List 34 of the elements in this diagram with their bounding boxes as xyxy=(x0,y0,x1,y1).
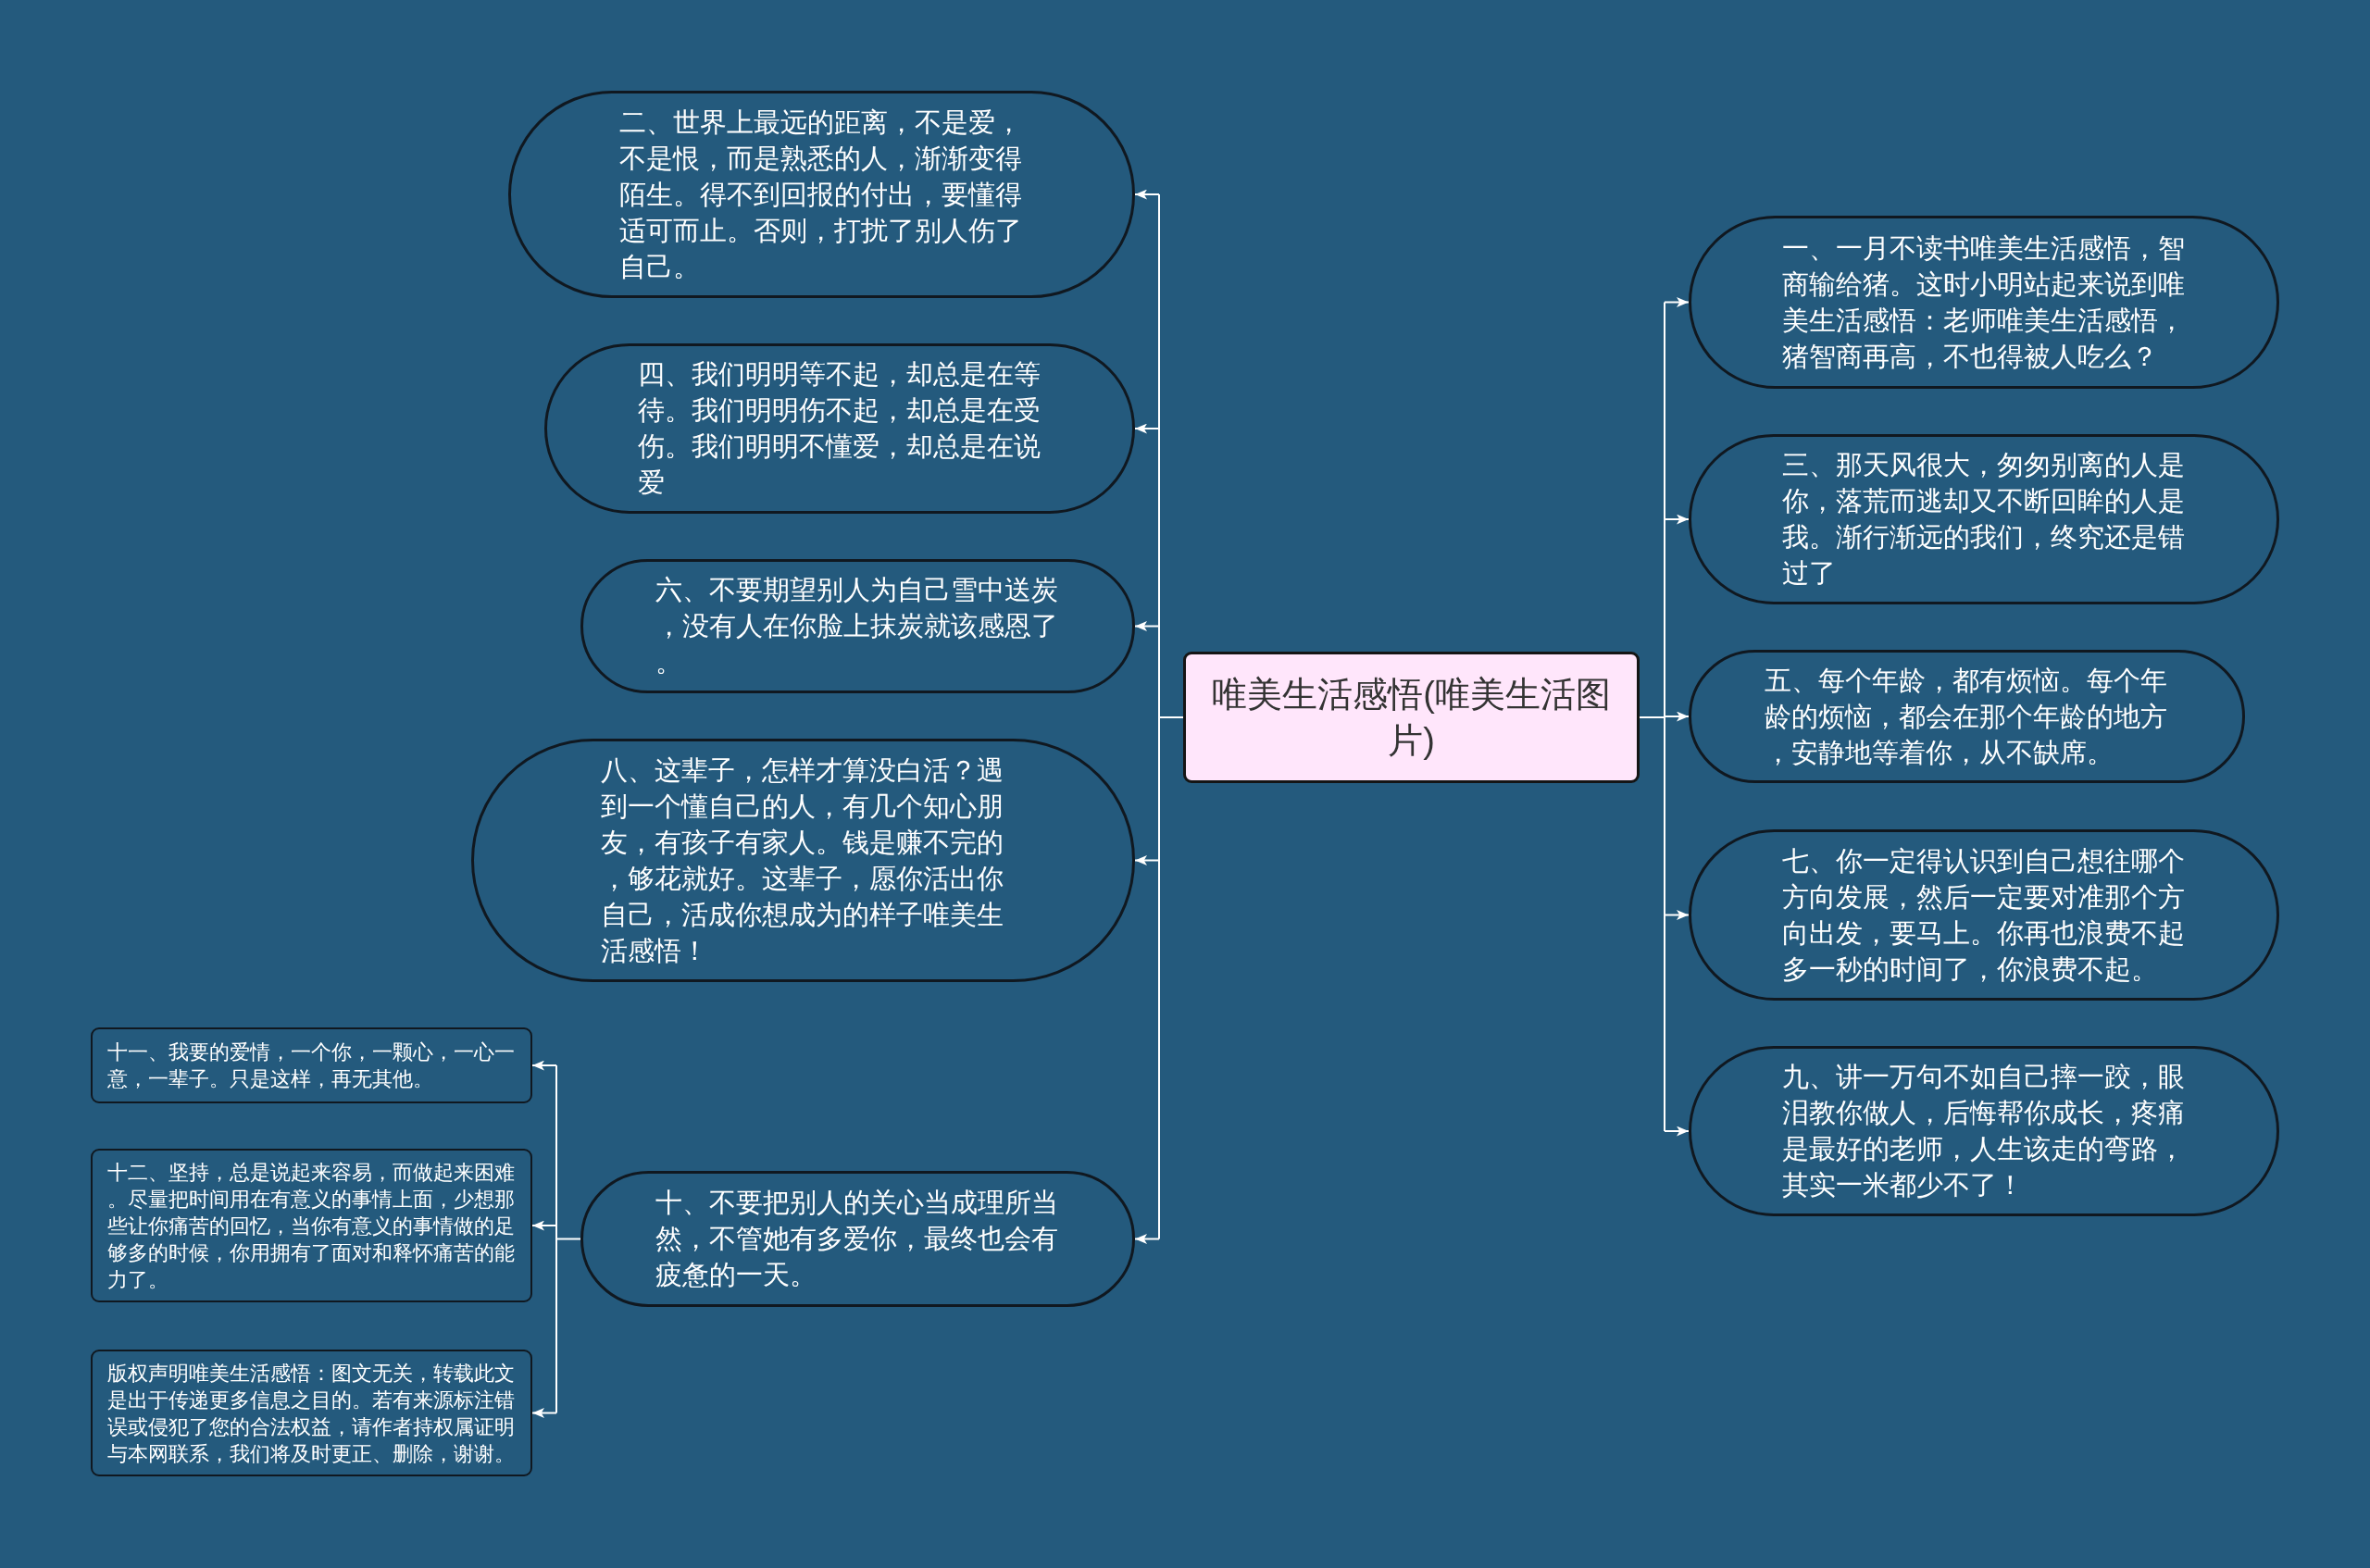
connector-line xyxy=(1158,193,1184,1240)
arrow xyxy=(1134,621,1160,631)
arrow xyxy=(531,1060,557,1071)
central-topic-box xyxy=(1183,652,1640,783)
connector-line xyxy=(1639,301,1665,1132)
arrow xyxy=(1664,711,1690,722)
topic-text: 七、你一定得认识到自己想往哪个方向发展，然后一定要对准那个方向出发，要马上。你再也浪费不起多一秒的时间了，你浪费不起。 xyxy=(1781,844,2186,986)
subtopic-card xyxy=(91,1149,532,1302)
arrow xyxy=(1664,1126,1690,1137)
arrow xyxy=(1664,910,1690,920)
topic-text: 九、讲一万句不如自己摔一跤，眼泪教你做人，后悔帮你成长，疼痛是最好的老师，人生该走的弯路，其实一米都少不了！ xyxy=(1781,1061,2186,1201)
subtopic-text: 十二、坚持，总是说起来容易，而做起来困难。尽量把时间用在有意义的事情上面，少想那些让你痛苦的回忆，当你有意义的事情做的足够多的时候，你用拥有了面对和释怀痛苦的能力了。 xyxy=(106,1159,516,1293)
topic-text: 二、世界上最远的距离，不是爱，不是恨，而是熟悉的人，渐渐变得陌生。得不到回报的付出，要懂得适可而止。否则，打扰了别人伤了自己。 xyxy=(619,106,1023,283)
central-topic-title: 唯美生活感悟(唯美生活图片) xyxy=(1211,674,1612,762)
subtopic-card xyxy=(91,1350,532,1476)
topic-text: 五、每个年龄，都有烦恼。每个年龄的烦恼，都会在那个年龄的地方，安静地等着你，从不缺席。 xyxy=(1765,664,2168,769)
arrow xyxy=(531,1220,557,1231)
arrow xyxy=(1134,855,1160,865)
arrow xyxy=(1134,1234,1160,1244)
arrow xyxy=(1664,514,1690,525)
subtopic-text: 版权声明唯美生活感悟：图文无关，转载此文是出于传递更多信息之目的。若有来源标注错误或侵犯了您的合法权益，请作者持权属证明与本网联系，我们将及时更正、删除，谢谢。 xyxy=(106,1360,516,1467)
arrow xyxy=(1664,297,1690,307)
arrow xyxy=(1134,423,1160,434)
topic-text: 八、这辈子，怎样才算没白活？遇到一个懂自己的人，有几个知心朋友，有孩子有家人。钱是赚不完的，够花就好。这辈子，愿你活出你自己，活成你想成为的样子唯美生活感悟！ xyxy=(601,753,1004,967)
topic-text: 四、我们明明等不起，却总是在等待。我们明明伤不起，却总是在受伤。我们明明不懂爱，却总是在说爱 xyxy=(637,358,1042,499)
topic-text: 三、那天风很大，匆匆别离的人是你，落荒而逃却又不断回眸的人是我。渐行渐远的我们，终究还是错过了 xyxy=(1781,449,2186,590)
arrow xyxy=(1134,189,1160,200)
subtopic-card xyxy=(91,1027,532,1103)
subtopic-text: 十一、我要的爱情，一个你，一颗心，一心一意，一辈子。只是这样，再无其他。 xyxy=(106,1039,516,1092)
topic-text: 六、不要期望别人为自己雪中送炭，没有人在你脸上抹炭就该感恩了。 xyxy=(655,574,1059,678)
topic-text: 一、一月不读书唯美生活感悟，智商输给猪。这时小明站起来说到唯美生活感悟：老师唯美生活感悟，猪智商再高，不也得被人吃么？ xyxy=(1781,231,2186,373)
topic-text: 十、不要把别人的关心当成理所当然，不管她有多爱你，最终也会有疲惫的一天。 xyxy=(655,1187,1059,1291)
arrow xyxy=(531,1408,557,1418)
connector-line xyxy=(555,1064,581,1414)
